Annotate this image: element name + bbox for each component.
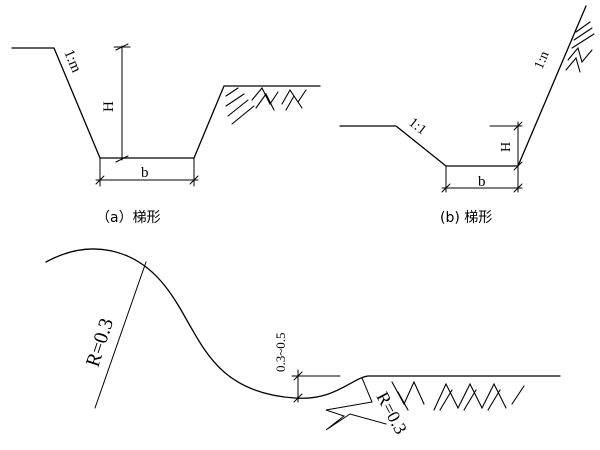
diagram-a-width-tick-right — [189, 175, 199, 185]
diagram-b-left-slope-label: 1:1 — [406, 115, 429, 138]
diagram-c-radius-right-pointer — [325, 377, 387, 431]
diagram-c-depth-label: 0.3~0.5 — [273, 332, 288, 372]
diagram-c-depth-tick-bottom — [293, 393, 303, 403]
diagram-b-width-tick-left — [441, 183, 451, 193]
diagram-a-caption: （a）梯形 — [96, 210, 161, 226]
diagram-c-curve — [45, 248, 561, 399]
diagram-b: 1:1 1:n H b (b) 梯形 — [339, 5, 595, 226]
diagram-a-width-label: b — [141, 165, 149, 181]
diagram-a-height-tick-bottom — [115, 155, 129, 163]
diagram-c-ground-hatch — [391, 380, 525, 411]
diagram-c-radius-left-line — [94, 261, 147, 409]
diagram-a: 1:m H b （a）梯形 — [11, 43, 321, 226]
diagram-c-radius-left-label: R=0.3 — [82, 316, 118, 370]
diagram-a-width-tick-left — [95, 175, 105, 185]
diagram-b-right-slope-label: 1:n — [532, 49, 553, 71]
diagram-a-ground-hatch — [225, 87, 307, 125]
diagram-b-width-label: b — [478, 174, 486, 190]
diagram-b-width-tick-right — [513, 183, 523, 193]
diagram-b-caption: (b) 梯形 — [440, 210, 492, 226]
diagram-c-depth-tick-top — [293, 371, 303, 381]
diagram-c-radius-right-label: R=0.3 — [372, 388, 411, 437]
diagram-b-height-label: H — [499, 142, 514, 152]
diagram-b-height-tick-top — [513, 121, 523, 131]
diagram-a-height-label: H — [101, 101, 117, 112]
diagram-b-profile — [339, 5, 587, 167]
diagram-c: R=0.3 0.3~0.5 R=0.3 — [45, 248, 561, 437]
diagram-b-ground-hatch — [565, 21, 595, 73]
diagram-a-profile — [11, 47, 321, 159]
